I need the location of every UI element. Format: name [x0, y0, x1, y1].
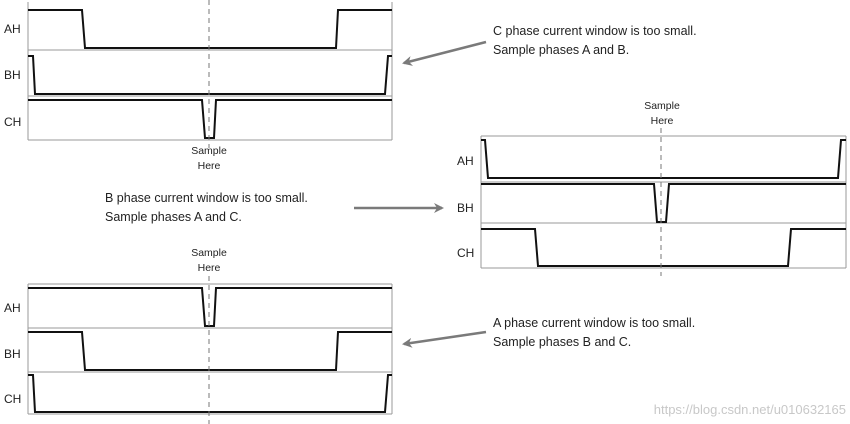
- label-bh: BH: [457, 201, 474, 215]
- note-c-phase: C phase current window is too small. Sam…: [493, 22, 697, 60]
- watermark-url: https://blog.csdn.net/u010632165: [653, 402, 846, 417]
- label-ch: CH: [457, 246, 475, 260]
- label-ch: CH: [4, 115, 22, 129]
- sample-here-label: Sample Here: [632, 99, 692, 129]
- sample-line-1: Sample: [191, 247, 227, 259]
- note-line-2: Sample phases A and B.: [493, 43, 630, 57]
- note-line-2: Sample phases A and C.: [105, 210, 242, 224]
- note-b-phase: B phase current window is too small. Sam…: [105, 189, 308, 227]
- note-a-phase: A phase current window is too small. Sam…: [493, 314, 695, 352]
- signal-ch: [481, 228, 846, 267]
- label-ch: CH: [4, 392, 22, 406]
- sample-line-2: Here: [197, 160, 221, 172]
- sample-here-label: Sample Here: [179, 246, 239, 276]
- note-line-1: B phase current window is too small.: [105, 191, 308, 205]
- note-line-1: A phase current window is too small.: [493, 316, 696, 330]
- label-ah: AH: [4, 301, 21, 315]
- signal-ah: [28, 9, 392, 49]
- label-bh: BH: [4, 347, 21, 361]
- label-ah: AH: [457, 154, 474, 168]
- sample-here-label: Sample Here: [179, 144, 239, 174]
- note-line-1: C phase current window is too small.: [493, 24, 697, 38]
- signal-ah: [481, 139, 846, 179]
- sample-line-2: Here: [650, 115, 674, 127]
- signal-bh: [28, 55, 392, 95]
- label-bh: BH: [4, 68, 21, 82]
- arrow-to-top-panel: [402, 40, 487, 66]
- signal-bh: [28, 331, 392, 371]
- sample-line-1: Sample: [191, 145, 227, 157]
- signal-ch: [28, 374, 392, 413]
- arrow-to-bottom-panel: [402, 330, 487, 348]
- sample-line-2: Here: [197, 262, 221, 274]
- sample-line-1: Sample: [644, 100, 680, 112]
- label-ah: AH: [4, 22, 21, 36]
- note-line-2: Sample phases B and C.: [493, 335, 632, 349]
